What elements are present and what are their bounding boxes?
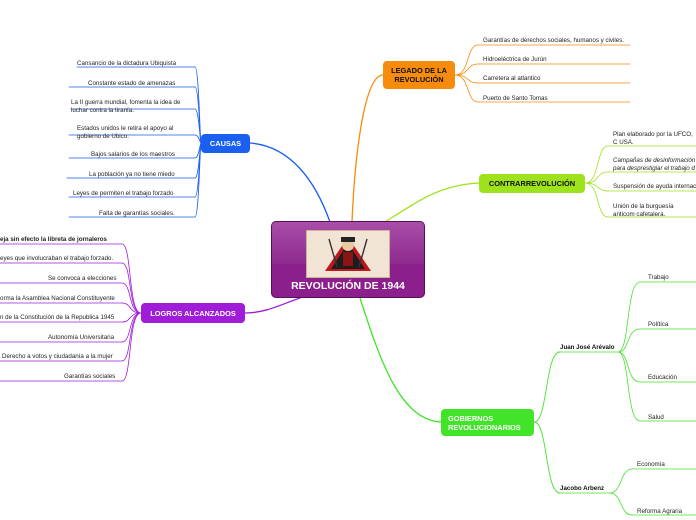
logro-item: n de la Constitución de la Republica 194…	[0, 314, 115, 321]
causa-item: Bajos salarios de los maestros	[91, 151, 175, 158]
causa-item: Estados unidos le retira el apoyo al gob…	[77, 125, 174, 140]
arevalo-item: Trabajo	[648, 274, 669, 281]
causa-item: Falta de garantías sociales.	[99, 210, 175, 217]
link-arevalo	[533, 351, 561, 423]
arevalo-item: Educación	[648, 374, 677, 381]
link-arbenz-item	[609, 468, 633, 494]
legado-item: Puerto de Santo Tomas	[483, 95, 548, 102]
arevalo-item: Política	[648, 321, 669, 328]
causa-item: Leyes de permiten el trabajo forzado	[73, 190, 174, 197]
causa-item: La II guerra mundial, fomenta la idea de…	[71, 99, 181, 114]
link-gobiernos	[359, 297, 442, 423]
link-legado-item	[454, 44, 479, 76]
link-arevalo-item	[617, 351, 641, 383]
contrarrevolucion-item: Campañas de desinformación para desprest…	[613, 157, 696, 172]
link-contrarrevolucion-item	[584, 182, 609, 192]
logro-item: Derecho a votos y ciudadanía a la mujer	[2, 353, 113, 360]
link-causas	[249, 142, 331, 223]
link-legado-item	[454, 74, 479, 103]
branch-causas[interactable]: CAUSAS	[201, 134, 250, 153]
contrarrevolucion-item: Unión de la burguesía anticom cafetalera…	[613, 203, 674, 218]
link-causa-item	[194, 108, 202, 144]
soldier-emblem-icon	[325, 237, 371, 271]
link-arbenz-item	[609, 492, 633, 516]
link-logro-item	[121, 302, 142, 314]
legado-item: Hidroeléctrica de Jurún	[483, 56, 547, 63]
gobierno-arevalo[interactable]: Juan José Arévalo	[560, 344, 615, 351]
branch-contrarrevolucion[interactable]: CONTRARREVOLUCIÓN	[479, 174, 585, 193]
legado-item: Carretera al atlantico	[483, 75, 541, 82]
logro-item: Se convoca a elecciones	[48, 275, 117, 282]
logro-item: eyes que involucraban el trabajo forzado…	[0, 255, 114, 262]
link-causa-item	[194, 142, 202, 218]
logro-item: eja sin efecto la libreta de jornaleros	[0, 236, 107, 243]
link-logro-item	[121, 262, 142, 314]
link-logro-item	[121, 282, 142, 314]
contrarrevolucion-item: Plan elaborado por la UFCO, C USA.	[613, 131, 693, 146]
causa-item: Constante estado de amenazas	[88, 80, 176, 87]
link-logros	[244, 297, 301, 314]
gobierno-arbenz[interactable]: Jacobo Arbenz	[560, 485, 605, 492]
link-contrarrevolucion	[384, 182, 480, 223]
logro-item: Garantías sociales	[64, 373, 116, 380]
link-arevalo-item	[617, 328, 641, 353]
link-legado-item	[454, 74, 479, 84]
logro-item: orma la Asamblea Nacional Constituyente	[0, 295, 115, 302]
link-contrarrevolucion-item	[584, 145, 609, 184]
link-contrarrevolucion-item	[584, 182, 609, 218]
legado-item: Garantías de derechos sociales, humanos …	[483, 37, 625, 44]
arbenz-item: Economía	[637, 461, 665, 468]
link-legado	[351, 74, 384, 223]
logro-item: Autonomía Universitaria	[48, 334, 115, 341]
causa-item: Cansancio de la dictadura Ubiquista	[77, 60, 177, 67]
central-topic-title: REVOLUCIÓN DE 1944	[291, 280, 405, 292]
link-contrarrevolucion-item	[584, 171, 609, 184]
link-legado-item	[454, 63, 479, 76]
central-topic[interactable]: REVOLUCIÓN DE 1944	[271, 221, 425, 298]
branch-legado[interactable]: LEGADO DE LA REVOLUCIÓN	[383, 61, 455, 89]
branch-logros-alcanzados[interactable]: LOGROS ALCANZADOS	[141, 303, 245, 323]
causa-item: La población ya no tiene miedo	[89, 171, 175, 178]
contrarrevolucion-item: Suspensión de ayuda internac	[613, 183, 696, 190]
arevalo-item: Salud	[648, 414, 664, 421]
link-logro-item	[121, 312, 142, 382]
link-arevalo-item	[617, 351, 641, 422]
link-arevalo-item	[617, 281, 641, 353]
link-arbenz	[533, 421, 561, 494]
revolution-illustration	[306, 230, 390, 278]
branch-gobiernos-revolucionarios[interactable]: GOBIERNOS REVOLUCIONARIOS	[441, 409, 534, 436]
arbenz-item: Reforma Agraria	[637, 508, 683, 515]
